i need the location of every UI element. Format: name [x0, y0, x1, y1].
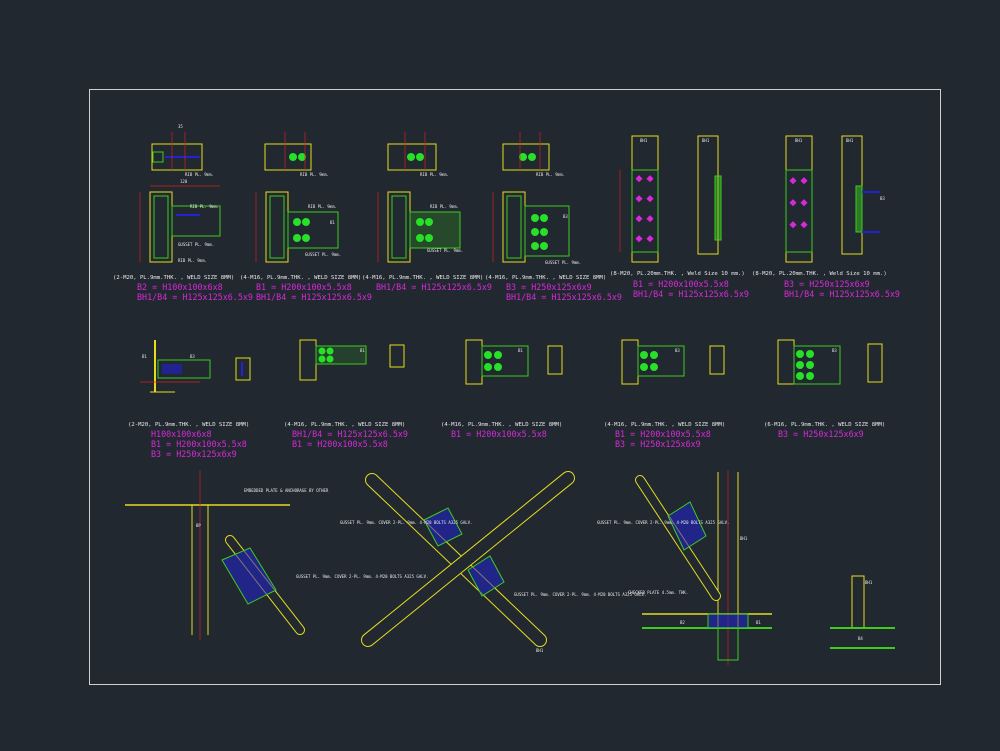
rib-label-3: RIB PL. 9mm.	[420, 172, 449, 177]
row2-caption-1: (2-M20, PL.9mm.THK. , WELD SIZE 8MM)	[128, 422, 249, 428]
rib-label-7: RIB PL. 9mm.	[430, 204, 459, 209]
row1-spec1-3: BH1/B4 = H125x125x6.5x9	[376, 282, 492, 292]
rib-label-2: RIB PL. 9mm.	[300, 172, 329, 177]
gusset-bolts-label-2: GUSSET PL. 9mm. COVER 2-PL. 9mm. 4-M20 B…	[340, 520, 472, 525]
row1-caption-5: (8-M20, PL.20mm.THK. , Weld Size 10 mm.)	[610, 271, 745, 277]
detail-1-top: 35 RIB PL. 9mm.	[151, 124, 214, 177]
bracing-detail-base: EMBEDDED PLATE & ANCHORAGE BY OTHER GUSS…	[125, 470, 428, 640]
b1-label-2: B1	[330, 220, 335, 225]
b3-label-r2-1: B3	[190, 354, 195, 359]
row2-spec-3a: B1 = H200x100x5.5x8	[451, 429, 547, 439]
row2-spec-4b: B3 = H250x125x6x9	[615, 439, 701, 449]
bh1-label-5b: BH1	[702, 138, 710, 143]
row1-spec2-5: BH1/B4 = H125x125x6.5x9	[633, 289, 749, 299]
row2-detail-1: B1 B3	[140, 340, 251, 393]
detail-2-top: RIB PL. 9mm.	[264, 132, 329, 177]
row1-caption-2: (4-M16, PL.9mm.THK. , WELD SIZE 8MM)	[240, 275, 361, 281]
rib-label-5: RIB PL. 9mm.	[190, 204, 219, 209]
gusset-label-4: GUSSET PL. 9mm.	[545, 260, 581, 265]
row1-spec1-5: B1 = H200x100x5.5x8	[633, 279, 729, 289]
detail-3-elevation: RIB PL. 9mm. GUSSET PL. 9mm.	[377, 191, 463, 263]
row2-spec-1c: B3 = H250x125x6x9	[151, 449, 237, 459]
svg-text:120: 120	[180, 179, 188, 184]
row2-caption-2: (4-M16, PL.9mm.THK. , WELD SIZE 8MM)	[284, 422, 405, 428]
row2-detail-3: B1	[465, 339, 563, 385]
rib-label-6: RIB PL. 9mm.	[308, 204, 337, 209]
b1-label-r2-1: B1	[142, 354, 147, 359]
row2-caption-5: (6-M16, PL.9mm.THK. , WELD SIZE 8MM)	[764, 422, 885, 428]
bh1-label-5: BH1	[640, 138, 648, 143]
svg-text:35: 35	[178, 124, 183, 129]
drawing-border	[89, 89, 941, 685]
gusset-label-3: GUSSET PL. 9mm.	[427, 248, 463, 253]
b3-label-4: B3	[563, 214, 568, 219]
detail-4-top: RIB PL. 9mm.	[502, 132, 565, 177]
row2-detail-5: B3	[777, 339, 883, 385]
detail-2-elevation: RIB PL. 9mm. GUSSET PL. 9mm. B1	[255, 191, 341, 263]
row1-caption-6: (8-M20, PL.20mm.THK. , Weld Size 10 mm.)	[752, 271, 887, 277]
detail-3-top: RIB PL. 9mm.	[387, 132, 449, 177]
detail-6-column-splice: BH1 BH1 B3	[785, 135, 885, 263]
b3-label-6: B3	[880, 196, 885, 201]
row2-spec-4a: B1 = H200x100x5.5x8	[615, 429, 711, 439]
row1-spec1-1: B2 = H100x100x6x8	[137, 282, 223, 292]
row1-spec2-1: BH1/B4 = H125x125x6.5x9	[137, 292, 253, 302]
bracing-detail-floor: GUSSET PL. 9mm. COVER 2-PL. 9mm. 4-M20 B…	[597, 470, 772, 665]
bh1-label-floor: BH1	[740, 536, 748, 541]
detail-1-elevation: 120 RIB PL. 9mm. GUSSET PL. 9mm. RIB PL.…	[139, 179, 221, 263]
bh1-label-x: BH1	[536, 648, 544, 653]
row2-spec-1a: H100x100x6x8	[151, 429, 212, 439]
row2-caption-3: (4-M16, PL.9mm.THK. , WELD SIZE 8MM)	[441, 422, 562, 428]
bracing-detail-x: GUSSET PL. 9mm. COVER 2-PL. 9mm. 4-M20 B…	[340, 471, 646, 653]
gusset-bolts-label-1: GUSSET PL. 9mm. COVER 2-PL. 9mm. 4-M20 B…	[296, 574, 428, 579]
row1-caption-4: (4-M16, PL.9mm.THK. , WELD SIZE 8MM)	[485, 275, 606, 281]
b3-label-r2-4: B3	[675, 348, 680, 353]
row1-spec1-2: B1 = H200x100x5.5x8	[256, 282, 352, 292]
row1-spec2-2: BH1/B4 = H125x125x6.5x9	[256, 292, 372, 302]
rib-label-1: RIB PL. 9mm.	[185, 172, 214, 177]
gusset-bolts-label-4: GUSSET PL. 9mm. COVER 2-PL. 9mm. 4-M20 B…	[597, 520, 729, 525]
row2-spec-5a: B3 = H250x125x6x9	[778, 429, 864, 439]
bh1-label-6b: BH1	[846, 138, 854, 143]
row2-spec-2a: BH1/B4 = H125x125x6.5x9	[292, 429, 408, 439]
gusset-label-2: GUSSET PL. 9mm.	[305, 252, 341, 257]
bh1-label-base: BH1	[865, 580, 873, 585]
b3-label-r2-5: B3	[832, 348, 837, 353]
row1-spec1-6: B3 = H250x125x6x9	[784, 279, 870, 289]
svg-text:RIB PL. 9mm.: RIB PL. 9mm.	[178, 258, 207, 263]
row1-caption-1: (2-M20, PL.9mm.THK. , WELD SIZE 8MM)	[113, 275, 234, 281]
b1-label-r2-2: B1	[360, 348, 365, 353]
row2-detail-2: B1	[299, 339, 405, 381]
row1-spec2-6: BH1/B4 = H125x125x6.5x9	[784, 289, 900, 299]
row1-spec2-4: BH1/B4 = H125x125x6.5x9	[506, 292, 622, 302]
checker-label: CHECKER PLATE 4.5mm. THK.	[628, 590, 688, 595]
rib-label-4: RIB PL. 9mm.	[536, 172, 565, 177]
b1-label-r2-3: B1	[518, 348, 523, 353]
row2-spec-1b: B1 = H200x100x5.5x8	[151, 439, 247, 449]
embedded-label: EMBEDDED PLATE & ANCHORAGE BY OTHER	[244, 488, 329, 493]
column-base-detail: BH1 B4	[830, 575, 895, 649]
row1-spec1-4: B3 = H250x125x6x9	[506, 282, 592, 292]
bp-label-1: BP	[196, 523, 201, 528]
gusset-label-1: GUSSET PL. 9mm.	[178, 242, 214, 247]
detail-4-elevation: GUSSET PL. 9mm. B3	[492, 191, 581, 265]
b2-label-floor: B2	[680, 620, 685, 625]
row2-spec-2b: B1 = H200x100x5.5x8	[292, 439, 388, 449]
row2-caption-4: (4-M16, PL.9mm.THK. , WELD SIZE 8MM)	[604, 422, 725, 428]
gusset-bolts-label-3: GUSSET PL. 9mm. COVER 2-PL. 9mm. 4-M20 B…	[514, 592, 646, 597]
bh1-label-6: BH1	[795, 138, 803, 143]
row1-caption-3: (4-M16, PL.9mm.THK. , WELD SIZE 8MM)	[362, 275, 483, 281]
detail-5-column-splice: BH1 BH1	[619, 135, 722, 263]
row2-detail-4: B3	[621, 339, 725, 385]
b4-label-base: B4	[858, 636, 863, 641]
b1-label-floor: B1	[756, 620, 761, 625]
